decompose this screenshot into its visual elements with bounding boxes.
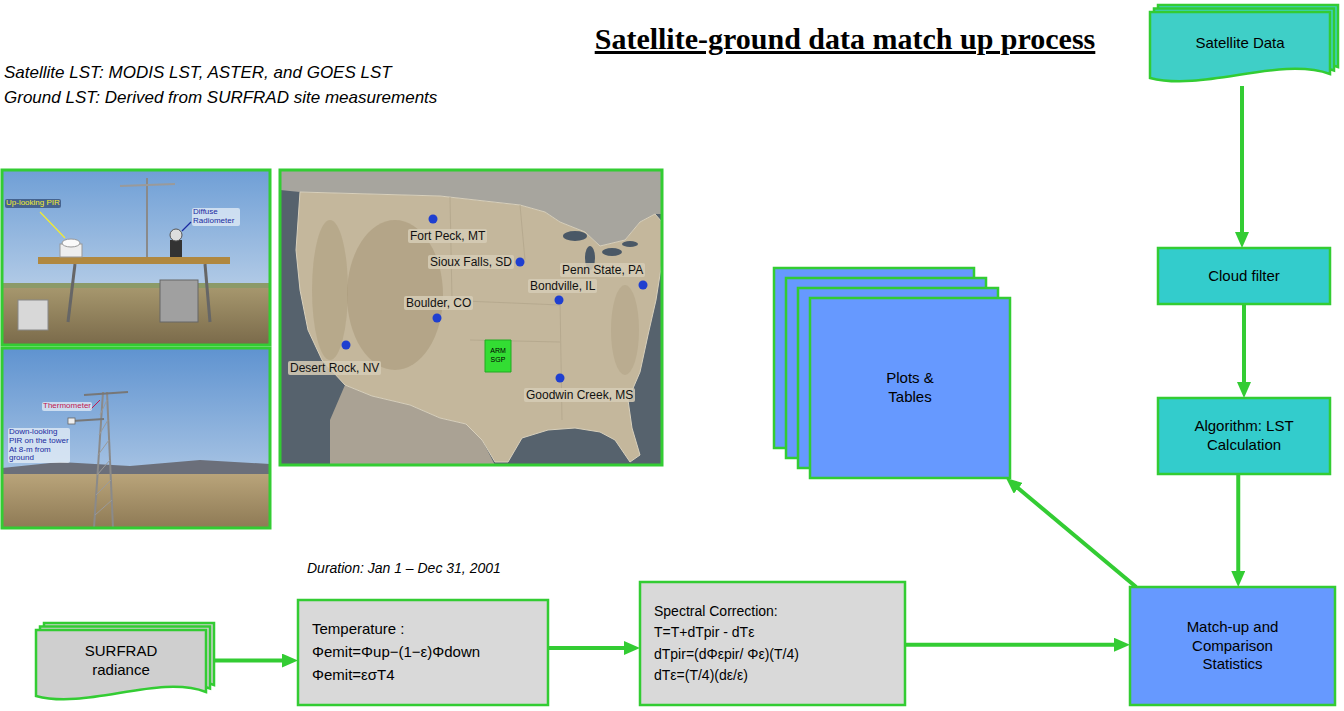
flow-arrow [548, 646, 628, 650]
photo-ground [2, 285, 270, 345]
instrument-beam [38, 257, 230, 264]
node-shape [640, 582, 905, 705]
site-dot [342, 341, 351, 350]
site-label: Boulder, CO [404, 296, 473, 310]
data-document: Satellite Data [1150, 12, 1330, 86]
node-text: Match-up and Comparison Statistics [1165, 618, 1300, 674]
node-outline [640, 582, 905, 705]
pir-instrument [68, 418, 75, 424]
map-frame [280, 170, 662, 465]
node-text: Temperature : [312, 620, 405, 639]
photo-callout: Thermometer [42, 402, 92, 411]
map-ocean [280, 170, 662, 465]
radiometer-body [170, 240, 182, 257]
output-stack: Plots & Tables [810, 298, 1010, 478]
node-text: Plots & Tables [870, 369, 950, 407]
node-shape [1158, 398, 1330, 474]
site-photo [2, 170, 270, 345]
photo-sky [2, 348, 270, 528]
logger-box [160, 280, 198, 322]
site-dot [555, 296, 564, 305]
photo-callout: Down-looking PIR on the tower At 8-m fro… [8, 428, 70, 463]
leader-line [40, 212, 65, 238]
subtitle: Ground LST: Derived from SURFRAD site me… [4, 88, 437, 108]
flow-arrow [905, 643, 1118, 647]
formula-text: Φemit=εσT4 [312, 666, 395, 685]
map-usa [296, 192, 662, 462]
leader-line [182, 222, 191, 231]
site-dot [433, 314, 442, 323]
flow-arrow [1240, 86, 1244, 236]
node-shape [1130, 587, 1335, 705]
site-dot [429, 215, 438, 224]
formula-text: dTε=(T/4)(dε/ε) [654, 667, 748, 685]
photo-callout: Diffuse Radiometer [192, 208, 240, 226]
site-label: Desert Rock, NV [288, 361, 381, 375]
process-box: Algorithm: LST Calculation [1158, 398, 1330, 474]
map-relief [611, 285, 639, 375]
tower-bracing [95, 400, 112, 515]
node-text: Algorithm: LST Calculation [1172, 417, 1316, 455]
flow-arrow [1242, 304, 1246, 386]
photo-frame [2, 170, 270, 345]
great-lake [602, 248, 622, 256]
node-text: Spectral Correction: [654, 603, 778, 621]
formula-text: Φemit=Φup−(1−ε)Φdown [312, 643, 480, 662]
node-shape [298, 600, 548, 705]
site-label: Bondville, IL [528, 279, 597, 293]
node-shape [1158, 248, 1330, 304]
instrument-mast [146, 178, 148, 258]
node-text: Cloud filter [1208, 267, 1280, 286]
subtitle: Satellite LST: MODIS LST, ASTER, and GOE… [4, 63, 392, 83]
process-box: Match-up and Comparison Statistics [1130, 587, 1335, 705]
node-shape [36, 630, 206, 699]
node-text: ARM SGP [487, 347, 509, 365]
instrument-arm [120, 184, 175, 186]
tower-boom [84, 392, 128, 395]
node-shape [485, 340, 511, 372]
pir-boom [72, 419, 104, 421]
formula-text: dTpir=(dΦεpir/ Φε)(T/4) [654, 646, 799, 664]
site-dot [639, 281, 648, 290]
stand-leg [205, 264, 210, 322]
flow-arrow [1236, 474, 1240, 575]
pir-dome [62, 239, 80, 247]
radiometer-dome [170, 229, 182, 241]
great-lake [622, 241, 638, 247]
tower-photo [2, 348, 270, 528]
photo-ground [2, 474, 270, 528]
site-dot [556, 374, 565, 383]
us-map [280, 170, 662, 465]
formula-text: T=T+dTpir - dTε [654, 624, 754, 642]
stand-leg [68, 264, 75, 322]
site-label: Penn State, PA [560, 263, 645, 277]
note: Duration: Jan 1 – Dec 31, 2001 [307, 560, 501, 576]
flow-arrow [206, 659, 286, 663]
photo-frame [2, 348, 270, 528]
photo-grass [2, 283, 270, 288]
diagram-title: Satellite-ground data match up process [560, 22, 1130, 56]
enclosure-box [18, 300, 48, 330]
flow-arrow [1015, 486, 1136, 587]
data-document: SURFRAD radiance [36, 630, 206, 704]
node-text: Satellite Data [1195, 34, 1284, 53]
photo-callout: Up-looking PIR [5, 199, 61, 208]
site-marker: ARM SGP [485, 340, 511, 372]
map-relief [312, 220, 348, 360]
process-box: Temperature : Φemit=Φup−(1−ε)ΦdownΦemit=ε… [298, 600, 548, 705]
process-box: Spectral Correction: T=T+dTpir - dTε dTpir… [640, 582, 905, 705]
node-shape [810, 298, 1010, 478]
process-box: Cloud filter [1158, 248, 1330, 304]
node-shape [1150, 12, 1330, 81]
great-lake [563, 231, 587, 241]
site-dot [516, 258, 525, 267]
site-label: Fort Peck, MT [408, 229, 487, 243]
node-text: SURFRAD radiance [66, 642, 176, 680]
site-label: Goodwin Creek, MS [524, 388, 635, 402]
site-label: Sioux Falls, SD [428, 255, 514, 269]
photo-sky [2, 170, 270, 345]
